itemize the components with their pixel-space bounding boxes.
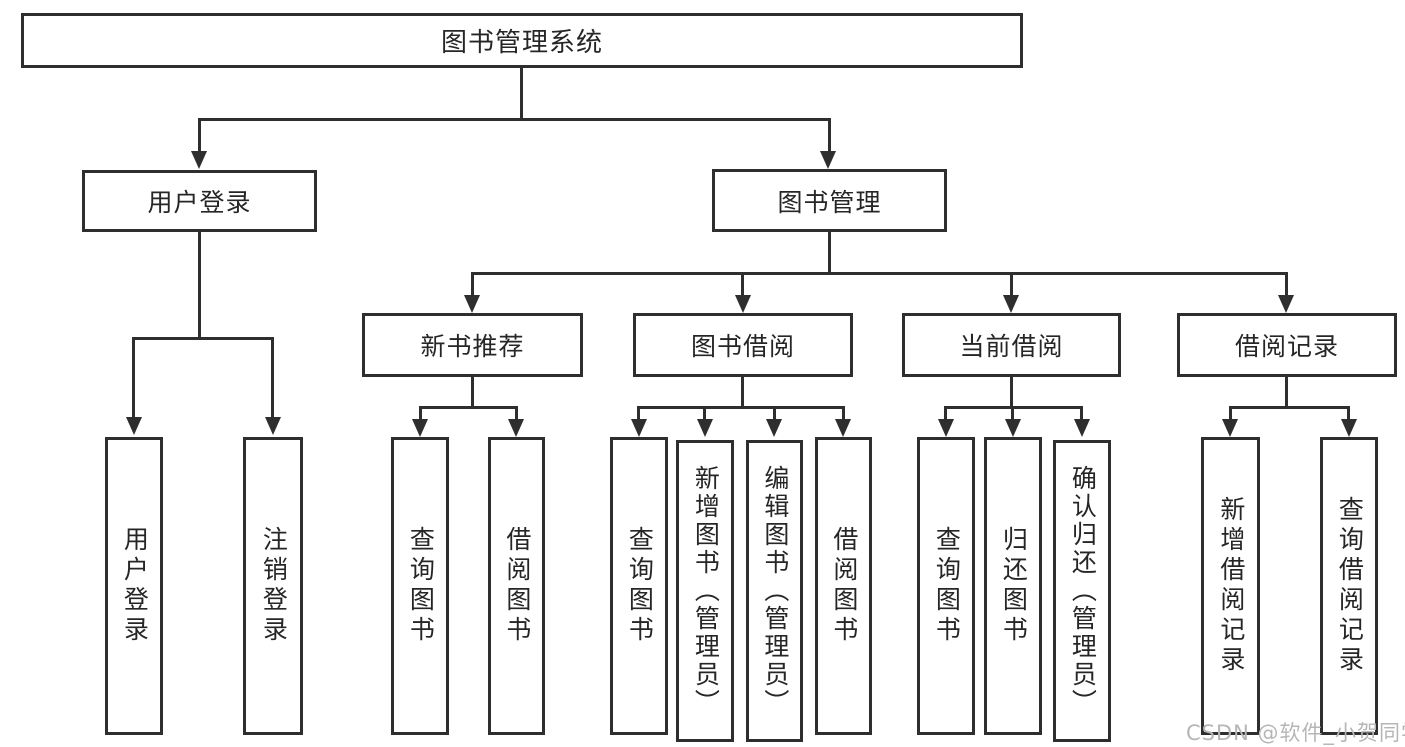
connector-new-book-drop xyxy=(419,406,422,419)
connector-borrowing-stub xyxy=(741,377,744,406)
arrow-down-icon xyxy=(191,151,207,169)
connector-current-drop xyxy=(1011,406,1014,419)
connector-user-login-stub xyxy=(198,232,201,337)
leaf-add-book-admin-label: 新增图书（管理员） xyxy=(691,465,721,717)
connector-current-stub xyxy=(1010,377,1013,406)
leaf-borrow-book-1-label: 借阅图书 xyxy=(502,526,532,646)
arrow-down-icon xyxy=(820,151,836,169)
connector-borrowing-drop xyxy=(637,406,640,419)
leaf-add-borrow-record: 新增借阅记录 xyxy=(1201,437,1260,735)
arrow-down-icon xyxy=(464,295,480,313)
connector-book-mgmt-drop xyxy=(741,272,744,295)
node-book-borrowing-label: 图书借阅 xyxy=(690,332,795,361)
arrow-down-icon xyxy=(412,419,428,437)
arrow-down-icon xyxy=(1278,295,1294,313)
node-user-login: 用户登录 xyxy=(82,170,317,232)
connector-current-hline xyxy=(946,406,1082,409)
connector-book-mgmt-drop xyxy=(1010,272,1013,295)
node-borrowing-records-label: 借阅记录 xyxy=(1234,332,1339,361)
arrow-down-icon xyxy=(766,419,782,437)
leaf-confirm-return-admin: 确认归还（管理员） xyxy=(1053,440,1111,742)
leaf-edit-book-admin-label: 编辑图书（管理员） xyxy=(760,465,790,717)
arrow-down-icon xyxy=(835,419,851,437)
leaf-query-book-2: 查询图书 xyxy=(610,437,668,735)
arrow-down-icon xyxy=(938,419,954,437)
leaf-query-book-3: 查询图书 xyxy=(917,437,975,735)
node-new-book-recommend: 新书推荐 xyxy=(362,313,583,377)
leaf-confirm-return-admin-label: 确认归还（管理员） xyxy=(1068,465,1098,717)
connector-current-drop xyxy=(1080,406,1083,419)
arrow-down-icon xyxy=(1074,419,1090,437)
arrow-down-icon xyxy=(1003,295,1019,313)
arrow-down-icon xyxy=(508,419,524,437)
connector-root-stub xyxy=(520,68,523,118)
connector-book-mgmt-stub xyxy=(828,232,831,272)
leaf-borrow-book-2: 借阅图书 xyxy=(815,437,872,735)
leaf-query-book-1-label: 查询图书 xyxy=(406,526,436,646)
arrow-down-icon xyxy=(631,419,647,437)
connector-book-mgmt-drop xyxy=(471,272,474,295)
connector-borrowing-hline xyxy=(639,406,845,409)
leaf-borrow-book-2-label: 借阅图书 xyxy=(829,526,859,646)
connector-new-book-stub xyxy=(471,377,474,406)
leaf-query-book-3-label: 查询图书 xyxy=(932,526,962,646)
connector-user-login-drop xyxy=(132,337,135,417)
connector-new-book-drop xyxy=(515,406,518,419)
connector-borrowing-drop xyxy=(703,406,706,419)
connector-root-hline xyxy=(198,118,830,121)
node-root: 图书管理系统 xyxy=(21,13,1023,68)
leaf-add-borrow-record-label: 新增借阅记录 xyxy=(1216,496,1246,676)
leaf-query-borrow-record: 查询借阅记录 xyxy=(1320,437,1378,735)
node-borrowing-records: 借阅记录 xyxy=(1177,313,1397,377)
node-root-label: 图书管理系统 xyxy=(440,28,603,58)
node-book-management-label: 图书管理 xyxy=(777,187,882,217)
leaf-add-book-admin: 新增图书（管理员） xyxy=(676,440,734,742)
arrow-down-icon xyxy=(265,417,281,435)
node-book-borrowing: 图书借阅 xyxy=(633,313,853,377)
leaf-query-book-1: 查询图书 xyxy=(391,437,449,735)
leaf-return-book-label: 归还图书 xyxy=(999,526,1029,646)
connector-book-mgmt-drop xyxy=(1285,272,1288,295)
csdn-watermark: CSDN @软件_小贺同学 xyxy=(1186,721,1405,745)
connector-root-right-drop xyxy=(828,118,831,151)
arrow-down-icon xyxy=(1222,419,1238,437)
connector-user-login-hline xyxy=(133,337,274,340)
leaf-user-login: 用户登录 xyxy=(105,437,163,735)
node-current-borrowing: 当前借阅 xyxy=(902,313,1121,377)
connector-root-left-drop xyxy=(198,118,201,151)
arrow-down-icon xyxy=(1005,419,1021,437)
leaf-query-book-2-label: 查询图书 xyxy=(625,526,655,646)
connector-records-hline xyxy=(1230,406,1350,409)
arrow-down-icon xyxy=(126,417,142,435)
connector-records-drop xyxy=(1229,406,1232,419)
node-new-book-recommend-label: 新书推荐 xyxy=(420,332,525,361)
connector-user-login-drop xyxy=(271,337,274,417)
leaf-return-book: 归还图书 xyxy=(984,437,1042,735)
leaf-logout: 注销登录 xyxy=(243,437,303,735)
arrow-down-icon xyxy=(735,295,751,313)
connector-current-drop xyxy=(944,406,947,419)
leaf-query-borrow-record-label: 查询借阅记录 xyxy=(1335,496,1365,676)
connector-book-mgmt-hline xyxy=(471,272,1288,275)
arrow-down-icon xyxy=(697,419,713,437)
leaf-borrow-book-1: 借阅图书 xyxy=(488,437,545,735)
connector-records-stub xyxy=(1285,377,1288,406)
connector-borrowing-drop xyxy=(842,406,845,419)
connector-new-book-hline xyxy=(420,406,518,409)
leaf-edit-book-admin: 编辑图书（管理员） xyxy=(746,440,803,742)
connector-records-drop xyxy=(1347,406,1350,419)
node-user-login-label: 用户登录 xyxy=(147,188,252,217)
node-current-borrowing-label: 当前借阅 xyxy=(959,332,1064,361)
leaf-logout-label: 注销登录 xyxy=(259,526,289,646)
leaf-user-login-label: 用户登录 xyxy=(120,526,150,646)
connector-borrowing-drop xyxy=(773,406,776,419)
arrow-down-icon xyxy=(1341,419,1357,437)
node-book-management: 图书管理 xyxy=(712,169,947,232)
